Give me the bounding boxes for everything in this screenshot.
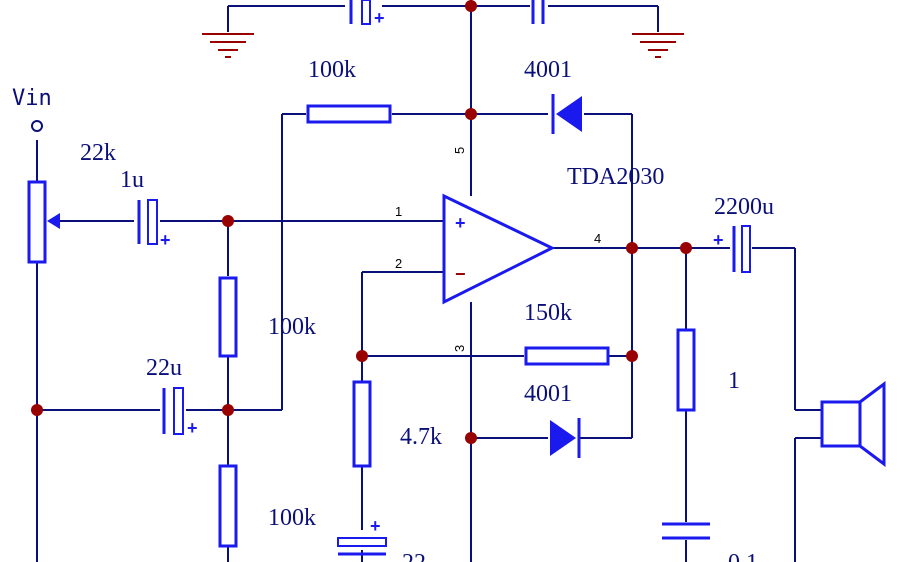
pin-numbers: 1 2 4 5 3 [395,147,601,352]
plus-sign: + [160,230,171,250]
resistor-bias-lower [218,464,238,548]
diode-bottom [550,418,581,458]
resistor-1-ohm [676,328,696,412]
pin-5-label: 5 [452,147,467,154]
diode-top-label: 4001 [524,57,572,83]
capacitor-22u: + [162,387,198,438]
plus-sign: + [370,516,381,536]
wires [36,0,822,562]
ic-label: TDA2030 [567,164,664,190]
component-labels: Vin 22k 1u 100k 4001 TDA2030 2200u 100k … [12,57,774,562]
capacitor-top-right [531,0,545,24]
op-amp-tda2030: + − [442,193,556,305]
pin-2-label: 2 [395,256,402,271]
plus-sign: + [187,418,198,438]
plus-sign: + [374,8,385,28]
cap-0-1-label: 0.1 [728,550,758,562]
node-dot [465,432,477,444]
capacitor-bottom-22: + [337,516,387,556]
node-dot [465,0,477,12]
resistor-4k7-label: 4.7k [400,424,442,450]
node-dot [626,350,638,362]
capacitor-2200u: + [713,225,751,273]
diode-bottom-label: 4001 [524,381,572,407]
resistor-4k7 [352,380,372,468]
resistors [218,104,696,548]
resistor-100k-bottom-label: 100k [268,505,316,531]
resistor-1-label: 1 [728,368,740,394]
node-dot [465,108,477,120]
cap-bottom-label: 22 [402,550,426,562]
capacitor-1u: + [137,199,171,250]
pot-label: 22k [80,140,116,166]
resistor-150k-label: 150k [524,300,572,326]
cap-1u-label: 1u [120,167,144,193]
pin-4-label: 4 [594,231,601,246]
potentiometer-22k [27,180,64,264]
pin-1-label: 1 [395,204,402,219]
node-dot [31,404,43,416]
cap-2200u-label: 2200u [714,194,774,220]
ground-symbol-right [632,33,684,58]
ground-symbol-left [202,33,254,58]
pin-3-label: 3 [452,345,467,352]
resistor-100k-mid-label: 100k [268,314,316,340]
resistor-100k-top-label: 100k [308,57,356,83]
resistor-bias-upper [218,276,238,358]
vin-terminal [31,120,43,132]
node-dot [356,350,368,362]
inverting-sign: − [455,264,466,284]
diode-top [551,94,582,134]
node-dot [222,215,234,227]
node-dots [31,0,692,444]
cap-22u-label: 22u [146,355,182,381]
node-dot [222,404,234,416]
capacitor-top-left: + [349,0,385,28]
capacitor-0-1 [662,522,710,540]
resistor-100k-top [306,104,392,124]
node-dot [626,242,638,254]
vin-label: Vin [12,86,52,111]
wiper-arrow [47,213,60,229]
resistor-150k [524,346,610,366]
plus-sign: + [713,230,724,250]
speaker-icon [820,381,886,467]
non-inverting-sign: + [455,213,466,233]
node-dot [680,242,692,254]
